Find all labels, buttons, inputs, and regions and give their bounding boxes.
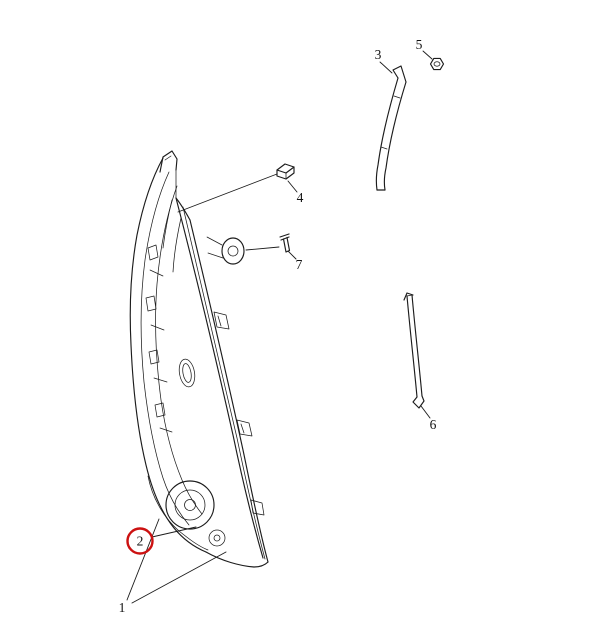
callout-6-leader bbox=[420, 405, 431, 419]
callout-3-label[interactable]: 3 bbox=[375, 47, 382, 62]
part-nut-drawing bbox=[429, 57, 445, 71]
housing-access-hole bbox=[178, 358, 196, 388]
part-bracket-drawing bbox=[375, 65, 407, 191]
callout-5-leader bbox=[422, 50, 433, 60]
mounting-tabs bbox=[213, 311, 265, 516]
housing-inner-contours bbox=[140, 171, 209, 551]
assembly-top-fin bbox=[159, 150, 178, 173]
headlamp-assembly-drawing bbox=[129, 150, 269, 568]
screw-attachment-line bbox=[245, 246, 280, 251]
callout-1-label[interactable]: 1 bbox=[119, 600, 126, 615]
attachment-lines bbox=[177, 173, 280, 251]
callout-4-leader bbox=[287, 180, 298, 193]
callout-6-label[interactable]: 6 bbox=[430, 417, 437, 432]
bulb-socket bbox=[165, 480, 226, 547]
callout-4[interactable]: 4 bbox=[287, 180, 304, 205]
projector-cap bbox=[206, 236, 245, 265]
callout-3-leader bbox=[379, 61, 393, 74]
callout-2[interactable]: 2 bbox=[126, 526, 197, 555]
part-screw-drawing bbox=[279, 233, 291, 253]
callout-1[interactable]: 1 bbox=[119, 518, 227, 615]
callout-7[interactable]: 7 bbox=[287, 250, 303, 272]
callout-4-label[interactable]: 4 bbox=[297, 190, 304, 205]
callout-5[interactable]: 5 bbox=[416, 37, 433, 60]
callout-1-leader bbox=[126, 518, 227, 604]
callout-7-label[interactable]: 7 bbox=[296, 257, 303, 272]
housing-ribs-and-slots bbox=[145, 244, 173, 433]
assembly-bottom-edge bbox=[205, 551, 269, 568]
lens-parting-line bbox=[175, 197, 264, 559]
assembly-top-fin-detail bbox=[164, 155, 177, 199]
callout-3[interactable]: 3 bbox=[375, 47, 393, 74]
callout-2-label[interactable]: 2 bbox=[137, 534, 144, 549]
callout-2-leader bbox=[151, 526, 197, 538]
callout-6[interactable]: 6 bbox=[420, 405, 437, 432]
callout-7-leader bbox=[287, 250, 297, 260]
part-trim-strip-drawing bbox=[403, 292, 425, 409]
housing-outer-edge bbox=[129, 157, 207, 553]
part-clip-drawing bbox=[276, 163, 295, 180]
lens-outer-edge bbox=[189, 219, 269, 563]
highlight-circle[interactable] bbox=[126, 527, 154, 555]
lens-top-cap bbox=[175, 197, 191, 221]
clip-attachment-line bbox=[177, 173, 278, 213]
callout-5-label[interactable]: 5 bbox=[416, 37, 423, 52]
